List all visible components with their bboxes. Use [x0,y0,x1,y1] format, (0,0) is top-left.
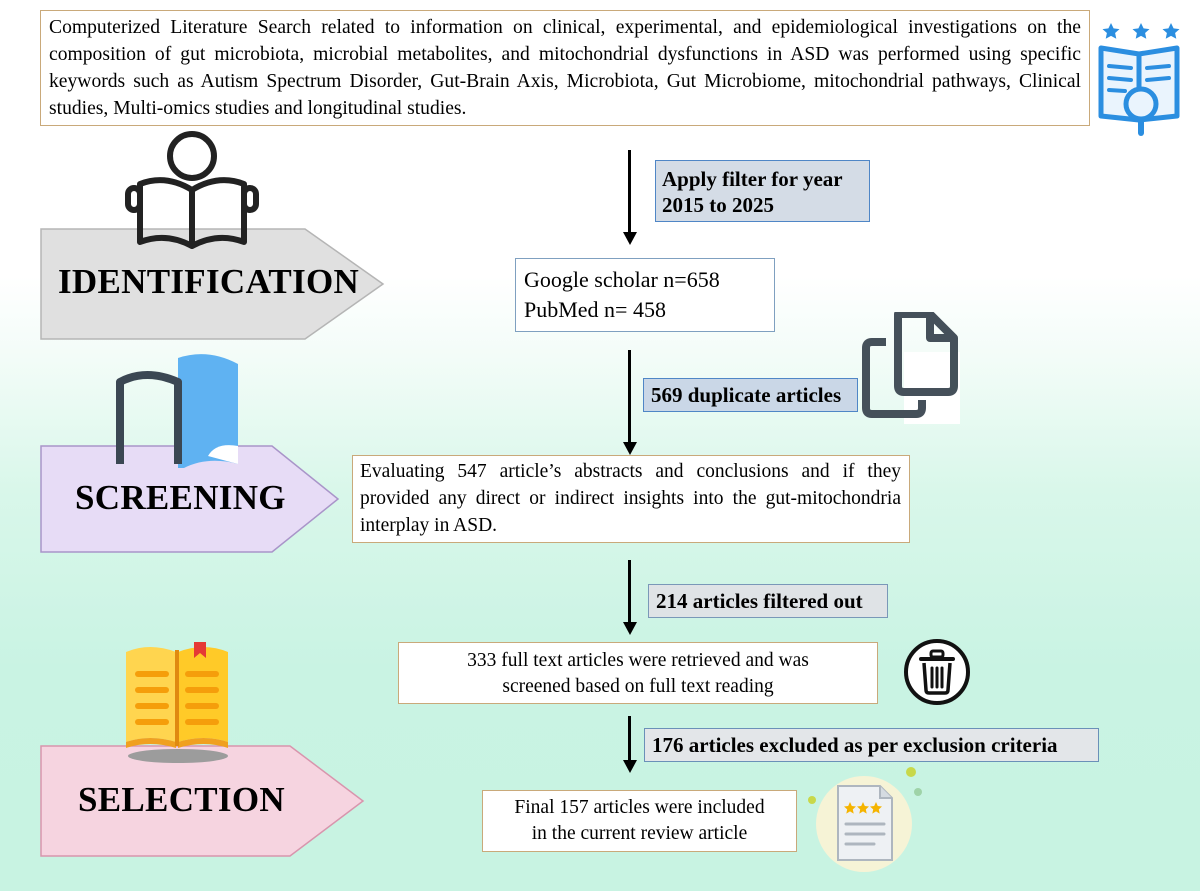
sources-google-scholar: Google scholar n=658 [524,267,720,292]
year-filter-line1: Apply filter for year [662,167,843,191]
final-articles-box: Final 157 articles were included in the … [482,790,797,852]
excluded-articles-box: 176 articles excluded as per exclusion c… [644,728,1099,762]
trash-bin-icon [904,639,970,705]
person-reading-icon [125,131,259,249]
duplicate-copy-icon [862,312,960,424]
screening-criteria-text: Evaluating 547 article’s abstracts and c… [360,461,901,536]
open-book-icon [116,354,238,468]
flow-arrow-4-line [628,716,631,760]
selection-label: SELECTION [78,780,285,819]
yellow-book-icon [126,642,228,763]
selection-stage-shape [40,745,365,857]
flow-arrow-2-head [622,442,637,455]
identification-stage-shape [40,228,385,340]
duplicates-filter-box: 569 duplicate articles [643,378,858,412]
year-filter-line2: 2015 to 2025 [662,193,774,217]
year-filter-box: Apply filter for year 2015 to 2025 [655,160,870,222]
literature-search-icon [1098,23,1180,136]
screening-criteria-box: Evaluating 547 article’s abstracts and c… [352,455,910,543]
search-description-text: Computerized Literature Search related t… [49,17,1081,119]
sources-pubmed: PubMed n= 458 [524,297,666,322]
full-text-retrieval-line1: 333 full text articles were retrieved an… [467,650,809,671]
rated-document-icon [808,767,922,872]
flow-arrow-1-line [628,150,631,232]
flow-arrow-3-head [622,622,637,635]
flow-arrow-3-line [628,560,631,622]
flow-arrow-1-head [622,232,637,245]
duplicates-filter-text: 569 duplicate articles [651,383,842,407]
final-articles-line2: in the current review article [531,823,748,844]
flow-arrow-4-head [622,760,637,773]
sources-box: Google scholar n=658 PubMed n= 458 [515,258,775,332]
full-text-retrieval-box: 333 full text articles were retrieved an… [398,642,878,704]
excluded-articles-text: 176 articles excluded as per exclusion c… [652,733,1058,757]
filtered-out-text: 214 articles filtered out [656,589,863,613]
final-articles-line1: Final 157 articles were included [514,797,765,818]
full-text-retrieval-line2: screened based on full text reading [502,676,774,697]
screening-label: SCREENING [75,478,286,517]
filtered-out-box: 214 articles filtered out [648,584,888,618]
search-description-box: Computerized Literature Search related t… [40,10,1090,126]
identification-label: IDENTIFICATION [58,262,360,301]
flow-arrow-2-line [628,350,631,442]
